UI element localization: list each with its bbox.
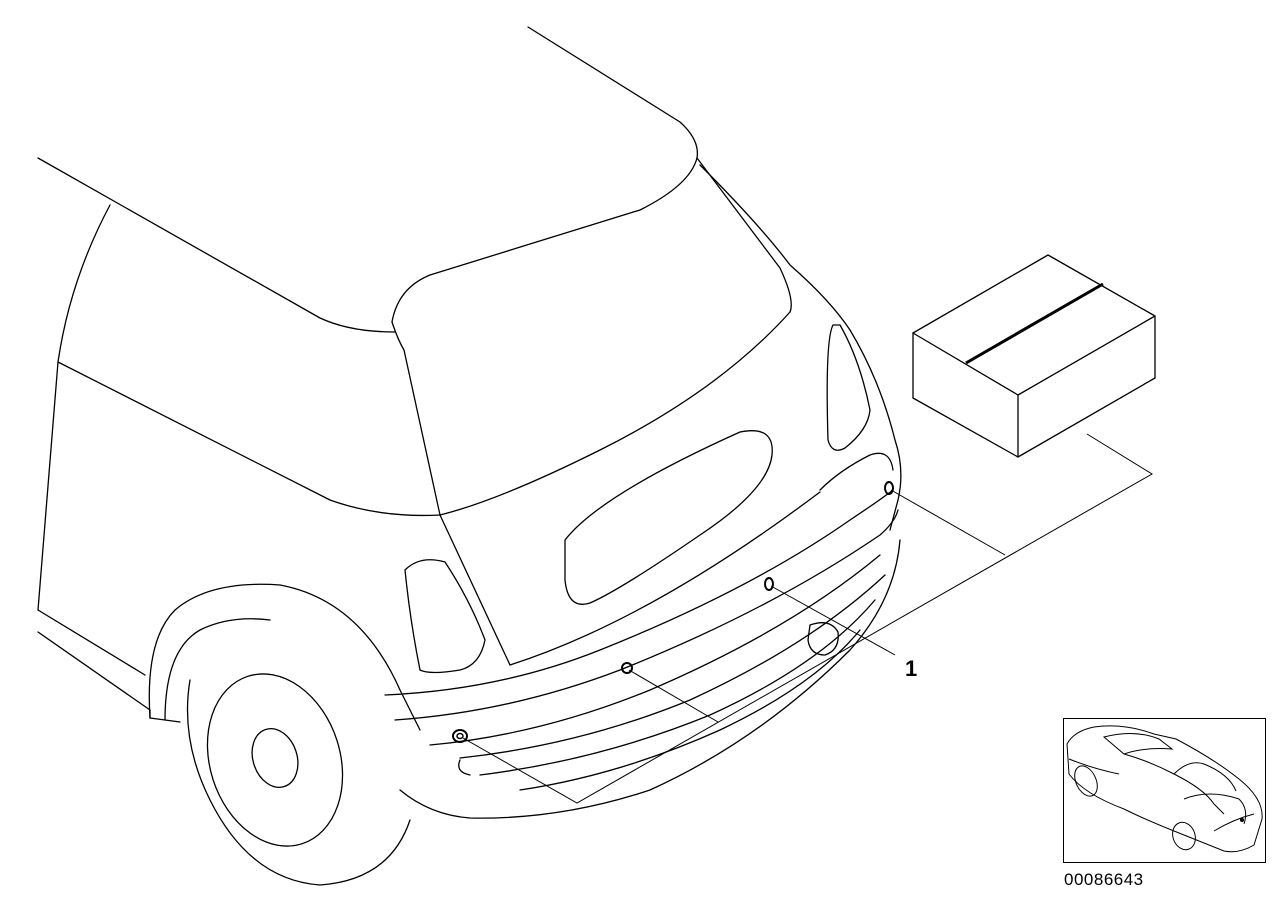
kit-box-icon (912, 254, 1156, 458)
part-number: 00086643 (1064, 870, 1144, 889)
vehicle-thumbnail (1063, 718, 1266, 863)
sensor-left (452, 729, 468, 743)
callout-label-1: 1 (905, 656, 918, 681)
sensor-center-left (621, 662, 633, 674)
sensor-center-right (764, 577, 774, 591)
sensor-right (884, 481, 894, 495)
thumbnail-car-icon (1066, 725, 1263, 853)
